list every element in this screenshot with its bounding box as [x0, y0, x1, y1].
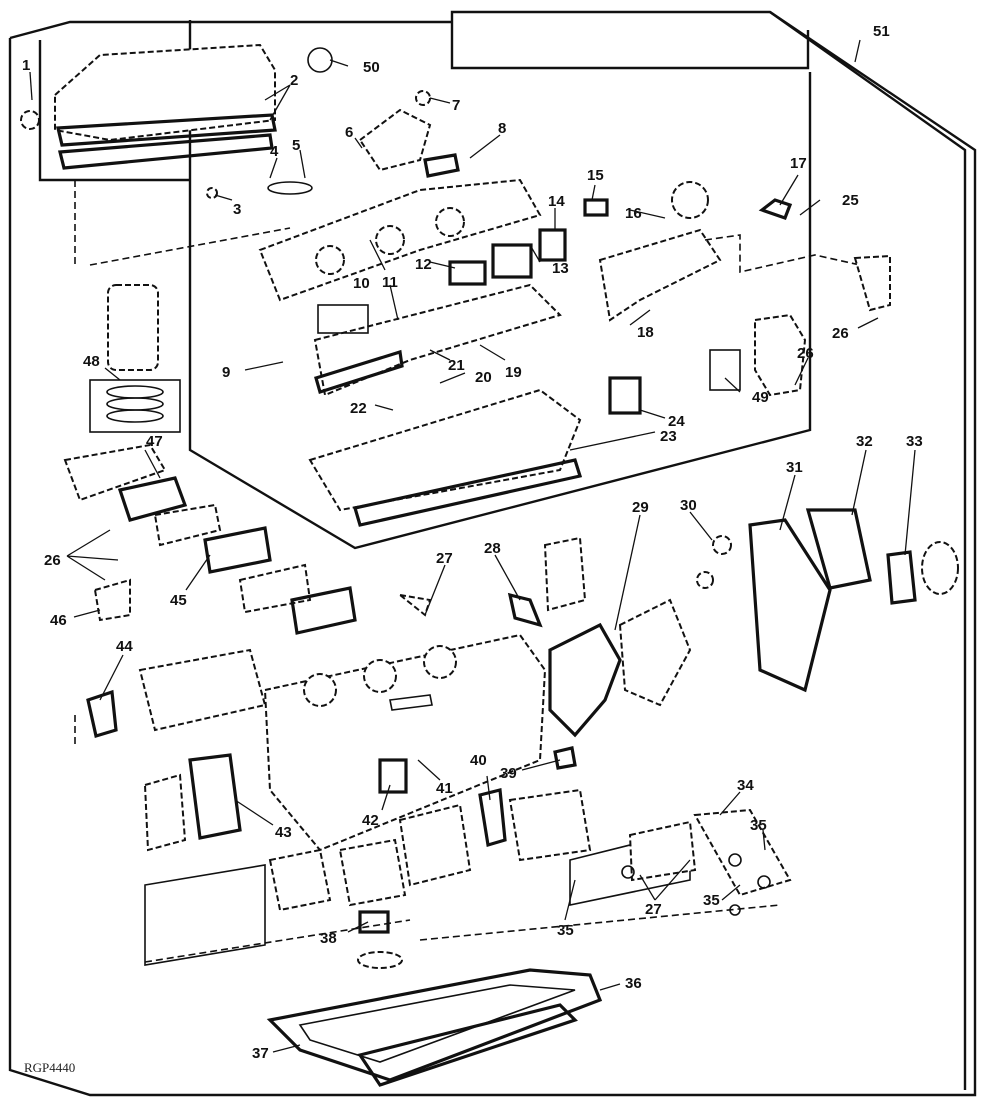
callout-5: 5 — [292, 137, 300, 154]
callout-31: 31 — [786, 459, 803, 476]
lower-gaskets — [143, 753, 792, 969]
callout-15: 15 — [587, 167, 604, 184]
timing-gaskets — [396, 508, 959, 770]
callout-26b: 26 — [797, 345, 814, 362]
callout-38: 38 — [320, 930, 337, 947]
callout-32: 32 — [856, 433, 873, 450]
callout-34: 34 — [737, 777, 754, 794]
callout-17: 17 — [790, 155, 807, 172]
callout-26c: 26 — [44, 552, 61, 569]
callout-50: 50 — [363, 59, 380, 76]
left-section-outline — [38, 40, 190, 182]
callout-28: 28 — [484, 540, 501, 557]
callout-6: 6 — [345, 124, 353, 141]
callout-21: 21 — [448, 357, 465, 374]
cylinder-head — [308, 388, 583, 527]
callout-42: 42 — [362, 812, 379, 829]
callout-29: 29 — [632, 499, 649, 516]
callout-11: 11 — [382, 274, 398, 291]
valve-cover-guide — [74, 180, 291, 266]
callout-9: 9 — [222, 364, 230, 381]
callout-36: 36 — [625, 975, 642, 992]
valve-cover — [20, 43, 277, 170]
lower-guide-line — [144, 904, 781, 963]
callout-26a: 26 — [832, 325, 849, 342]
oil-pan-gasket — [266, 968, 603, 1087]
callout-51: 51 — [873, 23, 890, 40]
callout-2: 2 — [290, 72, 298, 89]
callout-44: 44 — [116, 638, 133, 655]
callout-3: 3 — [233, 201, 241, 218]
leader-lines — [29, 39, 916, 1053]
callout-7: 7 — [452, 97, 460, 114]
kit-outline-right — [769, 11, 967, 1090]
callout-41: 41 — [436, 780, 453, 797]
kit-outline — [8, 10, 977, 1097]
callout-16: 16 — [625, 205, 642, 222]
callout-49: 49 — [752, 389, 769, 406]
small-gaskets-upper — [206, 47, 793, 415]
figure-reference: RGP4440 — [24, 1060, 75, 1075]
callout-30: 30 — [680, 497, 697, 514]
callout-48: 48 — [83, 353, 100, 370]
callout-37: 37 — [252, 1045, 269, 1062]
callout-45: 45 — [170, 592, 187, 609]
callout-24: 24 — [668, 413, 685, 430]
callout-14: 14 — [548, 193, 565, 210]
left-gaskets — [63, 443, 357, 635]
upper-section-outline — [188, 20, 812, 550]
water-manifold — [598, 181, 891, 322]
callout-4: 4 — [270, 143, 279, 160]
rocker-cover — [313, 283, 562, 397]
callout-33: 33 — [906, 433, 923, 450]
callout-25: 25 — [842, 192, 859, 209]
callout-27a: 27 — [436, 550, 453, 567]
callout-13: 13 — [552, 260, 569, 277]
callout-35a: 35 — [750, 817, 767, 834]
exhaust-manifold — [258, 178, 542, 302]
callout-1: 1 — [22, 57, 30, 74]
callout-8: 8 — [498, 120, 506, 137]
callout-18: 18 — [637, 324, 654, 341]
callout-35b: 35 — [557, 922, 574, 939]
callout-27b: 27 — [645, 901, 662, 918]
callouts: 1 2 3 4 5 6 7 8 9 10 11 12 13 14 15 16 1… — [22, 23, 923, 1075]
callout-19: 19 — [505, 364, 522, 381]
callout-40: 40 — [470, 752, 487, 769]
cylinder-liner — [89, 284, 181, 433]
callout-22: 22 — [350, 400, 367, 417]
thermostat-housing — [709, 313, 807, 397]
callout-23: 23 — [660, 428, 677, 445]
callout-47: 47 — [146, 433, 163, 450]
callout-20: 20 — [475, 369, 492, 386]
callout-12: 12 — [415, 256, 432, 273]
callout-10: 10 — [353, 275, 370, 292]
callout-35c: 35 — [703, 892, 720, 909]
oil-cooler — [74, 648, 267, 745]
callout-39: 39 — [500, 765, 517, 782]
callout-46: 46 — [50, 612, 67, 629]
cylinder-block — [263, 633, 547, 852]
callout-43: 43 — [275, 824, 292, 841]
